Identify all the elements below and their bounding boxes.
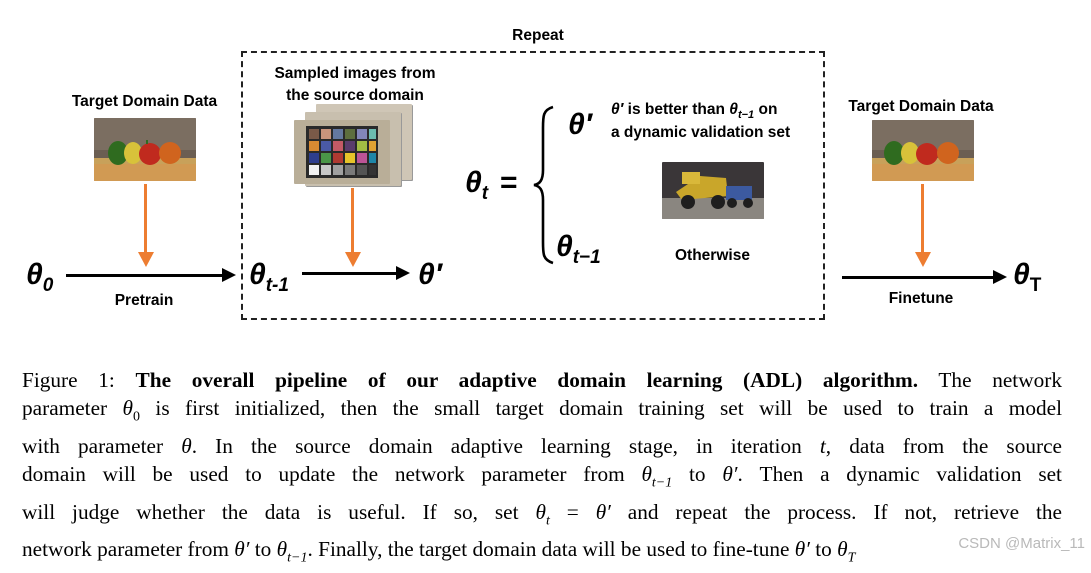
caption-line-1: Figure 1: The overall pipeline of our ad… — [22, 368, 1062, 392]
caption-line-5: will judge whether the data is useful. I… — [22, 499, 1062, 528]
sampled-label-line1: Sampled images from — [274, 65, 436, 82]
update-arrow-shaft — [302, 272, 399, 275]
case1-condition-line2: a dynamic validation set — [611, 124, 791, 141]
caption-line-2: parameter θ0 is first initialized, then … — [22, 396, 1063, 425]
figure-caption: Figure 1: The overall pipeline of our ad… — [22, 366, 1062, 573]
validation-photo — [662, 162, 764, 219]
left-brace — [533, 105, 554, 265]
repeat-box — [241, 51, 825, 320]
theta-prime: θ′ — [418, 258, 442, 291]
csdn-watermark: CSDN @Matrix_11 — [958, 535, 1085, 552]
sampled-label-line2: the source domain — [286, 87, 424, 104]
case2-theta-t-minus-1: θt−1 — [556, 230, 601, 268]
sampled-photo-front — [294, 120, 390, 184]
theta-t: θt — [465, 166, 489, 204]
caption-line-4: domain will be used to update the networ… — [22, 462, 1062, 491]
update-arrow-head — [396, 266, 410, 280]
finetune-arrow-head — [993, 270, 1007, 284]
sample-down-arrow-shaft — [351, 188, 354, 254]
finetune-label: Finetune — [888, 290, 954, 307]
finetune-arrow-shaft — [842, 276, 997, 279]
pretrain-arrow-shaft — [66, 274, 226, 277]
finetune-down-arrow-head — [915, 252, 931, 267]
case1-theta-prime: θ′ — [568, 108, 592, 141]
pretrain-label: Pretrain — [114, 292, 174, 309]
caption-line-6: network parameter from θ′ to θt−1. Final… — [22, 537, 856, 566]
figure-title: The overall pipeline of our adaptive dom… — [135, 368, 919, 392]
pretrain-down-arrow-shaft — [144, 184, 147, 254]
finetune-down-arrow-shaft — [921, 184, 924, 254]
theta-0: θ0 — [26, 258, 54, 296]
pretrain-down-arrow-head — [138, 252, 154, 267]
left-target-photo — [94, 118, 196, 181]
sample-down-arrow-head — [345, 252, 361, 267]
theta-T: θT — [1013, 258, 1042, 296]
figure-label: Figure 1: — [22, 368, 115, 392]
repeat-label: Repeat — [512, 27, 564, 44]
caption-line-3: with parameter θ. In the source domain a… — [22, 433, 1063, 458]
left-target-data-label: Target Domain Data — [71, 93, 218, 110]
case1-condition-line1: θ′ is better than θt−1 on — [611, 101, 778, 122]
right-target-photo — [872, 120, 974, 181]
case2-condition: Otherwise — [675, 247, 750, 264]
theta-t-minus-1: θt-1 — [249, 258, 289, 296]
pretrain-arrow-head — [222, 268, 236, 282]
right-target-data-label: Target Domain Data — [848, 98, 994, 115]
equals-sign: = — [500, 166, 518, 199]
